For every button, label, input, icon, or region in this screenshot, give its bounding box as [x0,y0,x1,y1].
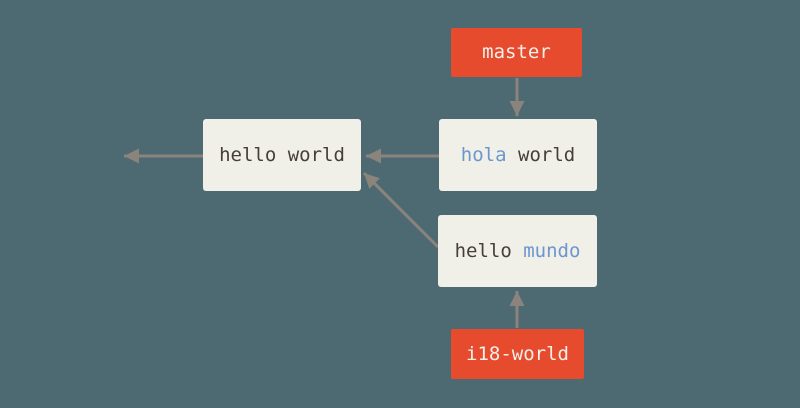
branch-label-master-text: master [482,41,551,63]
branch-label-i18-world-text: i18-world [466,342,569,365]
commit-box-hola-world: hola world [439,119,597,191]
commit-text-hello: hello [454,239,524,262]
branch-label-i18-world: i18-world [451,329,584,379]
commit-box-hello-mundo: hello mundo [438,215,597,287]
commit-text-hello-world: hello world [219,143,345,166]
branch-label-master: master [451,28,582,77]
commit-text-hola: hola [460,143,507,166]
commit-text-mundo: mundo [523,239,581,262]
commit-box-hello-world: hello world [203,119,361,191]
commit-text-world: world [506,143,576,166]
arrow-hello-mundo-to-hello-world-icon [362,171,440,249]
